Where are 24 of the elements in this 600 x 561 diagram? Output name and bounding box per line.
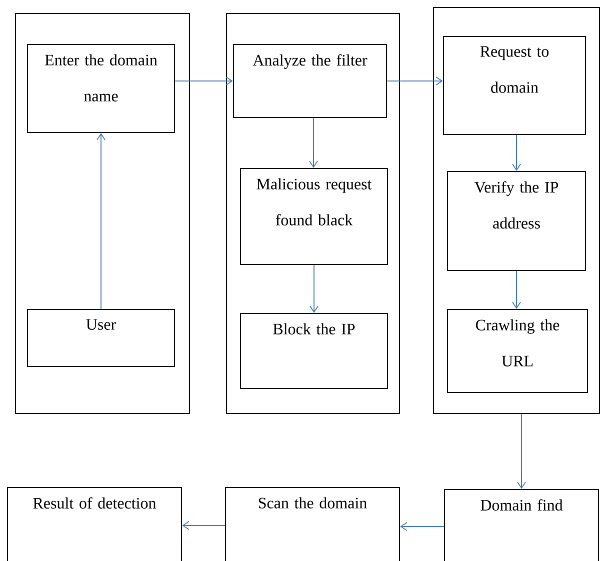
process-box: Domain find xyxy=(444,489,599,561)
process-box: Enter the domain name xyxy=(27,44,175,133)
arrow xyxy=(517,414,526,489)
frame-box xyxy=(226,13,400,414)
arrow xyxy=(309,118,318,168)
process-box: Crawling the URL xyxy=(447,309,588,393)
arrow xyxy=(96,133,106,310)
arrow xyxy=(174,76,233,86)
arrow xyxy=(386,76,443,86)
process-box: Scan the domain xyxy=(225,487,400,561)
frame-box xyxy=(15,13,190,414)
process-box: Malicious request found black xyxy=(240,168,388,265)
process-box: Block the IP xyxy=(240,313,388,389)
arrow xyxy=(400,522,444,531)
process-box: Analyze the filter xyxy=(233,44,387,118)
arrow xyxy=(512,270,521,309)
process-box: Result of detection xyxy=(7,487,182,561)
arrow xyxy=(182,521,226,530)
frame-box xyxy=(433,7,600,414)
process-box: User xyxy=(27,309,175,367)
process-box: Request to domain xyxy=(443,36,586,135)
process-box: Verify the IP address xyxy=(447,171,586,271)
arrow xyxy=(310,264,318,313)
arrow xyxy=(512,134,521,171)
